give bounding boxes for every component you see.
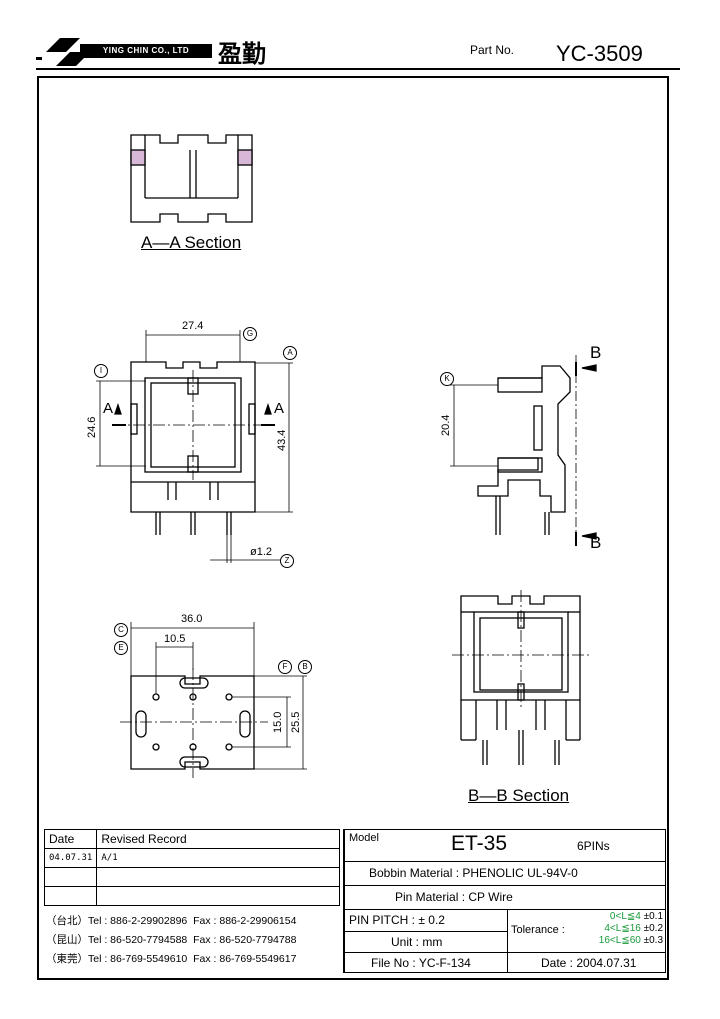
model-label: Model [349, 832, 379, 844]
model-value: ET-35 [451, 832, 508, 855]
marker-e: E [114, 641, 128, 655]
dim-side-height: 20.4 [440, 414, 452, 436]
revision-header-date: Date [43, 829, 98, 849]
contact-fax: Fax : 886-2-29906154 [193, 915, 297, 927]
marker-c: C [114, 623, 128, 637]
top-view [96, 330, 293, 563]
table-row [43, 867, 340, 887]
bobbin-material: PHENOLIC UL-94V-0 [462, 866, 578, 880]
pin-pitch: ± 0.2 [418, 913, 445, 927]
bb-section-title: B—B Section [468, 786, 570, 805]
tolerance-row: 4<L≦16 ±0.2 [579, 923, 663, 935]
file-no: YC-F-134 [418, 956, 471, 970]
tolerance-value: ±0.3 [643, 935, 663, 946]
revision-date: 04.07.31 [43, 848, 98, 868]
contact-row: （東莞）Tel : 86-769-5549610 Fax : 86-769-55… [46, 950, 296, 969]
tolerance-range: 16<L≦60 [598, 935, 641, 946]
tolerance-range: 4<L≦16 [604, 923, 641, 934]
unit-value: mm [422, 935, 443, 949]
contact-fax: Fax : 86-520-7794788 [193, 934, 297, 946]
contact-row: （昆山）Tel : 86-520-7794588 Fax : 86-520-77… [46, 931, 296, 950]
marker-a: A [283, 346, 297, 360]
table-row [43, 886, 340, 906]
aa-section-view [130, 134, 253, 223]
pin-material-label: Pin Material : [395, 890, 466, 904]
revision-record [96, 867, 340, 887]
section-b-top: B [590, 343, 602, 362]
bb-section-view [452, 590, 590, 765]
marker-b: B [298, 660, 312, 674]
contact-tel: Tel : 86-520-7794588 [88, 934, 188, 946]
date-row: Date : 2004.07.31 [541, 956, 636, 970]
tolerance-range: 0<L≦4 [609, 911, 641, 922]
revision-header-record: Revised Record [96, 829, 340, 849]
revision-table: Date Revised Record 04.07.31 A/1 [43, 829, 340, 906]
marker-i: I [94, 364, 108, 378]
file-no-label: File No : [371, 956, 416, 970]
bobbin-material-label: Bobbin Material : [369, 866, 460, 880]
dim-top-width: 27.4 [182, 320, 204, 332]
part-no-label: Part No. [470, 43, 515, 57]
spec-block: Model ET-35 6PINs Bobbin Material : PHEN… [344, 829, 666, 973]
contacts-block: （台北）Tel : 886-2-29902896 Fax : 886-2-299… [46, 912, 296, 969]
marker-g: G [243, 327, 257, 341]
pin-count: 6PINs [577, 839, 610, 853]
contact-row: （台北）Tel : 886-2-29902896 Fax : 886-2-299… [46, 912, 296, 931]
date-label: Date : [541, 956, 574, 970]
dim-bottom-h2: 25.5 [290, 711, 302, 733]
tolerance-value: ±0.1 [643, 911, 663, 922]
contact-tel: Tel : 86-769-5549610 [88, 953, 188, 965]
marker-f: F [278, 660, 292, 674]
dim-bottom-h1: 15.0 [272, 711, 284, 733]
bottom-view [120, 622, 307, 778]
contact-tel: Tel : 886-2-29902896 [88, 915, 188, 927]
pin-material: CP Wire [468, 890, 513, 904]
date-value: 2004.07.31 [576, 956, 637, 970]
bobbin-material-row: Bobbin Material : PHENOLIC UL-94V-0 [369, 866, 578, 880]
pin-pitch-row: PIN PITCH : ± 0.2 [349, 913, 445, 927]
tolerance-table: 0<L≦4 ±0.1 4<L≦16 ±0.2 16<L≦60 ±0.3 [579, 911, 663, 947]
revision-record: A/1 [96, 848, 340, 868]
dim-pin-dia: ø1.2 [250, 546, 273, 558]
contact-location: （昆山） [46, 934, 88, 946]
title-block-divider [343, 829, 344, 973]
section-a-left: A [103, 400, 114, 417]
marker-k: K [440, 372, 454, 386]
dim-bottom-pitch: 10.5 [164, 633, 186, 645]
section-a-right: A [274, 400, 285, 417]
dim-height-left: 24.6 [86, 416, 98, 438]
contact-fax: Fax : 86-769-5549617 [193, 953, 297, 965]
company-name-cn: 盈勤 [218, 39, 266, 68]
tolerance-row: 0<L≦4 ±0.1 [579, 911, 663, 923]
marker-z: Z [280, 554, 294, 568]
table-row: 04.07.31 A/1 [43, 848, 340, 868]
revision-date [43, 886, 98, 906]
pin-pitch-label: PIN PITCH : [349, 913, 416, 927]
contact-location: （台北） [46, 915, 88, 927]
tolerance-value: ±0.2 [643, 923, 663, 934]
section-b-bottom: B [590, 533, 602, 552]
tolerance-row: 16<L≦60 ±0.3 [579, 935, 663, 947]
tolerance-label: Tolerance : [511, 924, 565, 936]
company-name-en: YING CHIN CO., LTD [80, 44, 212, 58]
revision-date [43, 867, 98, 887]
contact-location: （東莞） [46, 953, 88, 965]
unit-label: Unit : [391, 935, 420, 949]
pin-material-row: Pin Material : CP Wire [395, 890, 513, 904]
revision-record [96, 886, 340, 906]
part-no: YC-3509 [556, 41, 643, 66]
unit-row: Unit : mm [391, 935, 442, 949]
side-view [450, 355, 597, 548]
file-no-row: File No : YC-F-134 [371, 956, 471, 970]
dim-bottom-width: 36.0 [181, 613, 203, 625]
dim-height-right: 43.4 [276, 429, 288, 451]
drawing-frame [37, 76, 669, 980]
aa-section-title: A—A Section [141, 233, 242, 252]
